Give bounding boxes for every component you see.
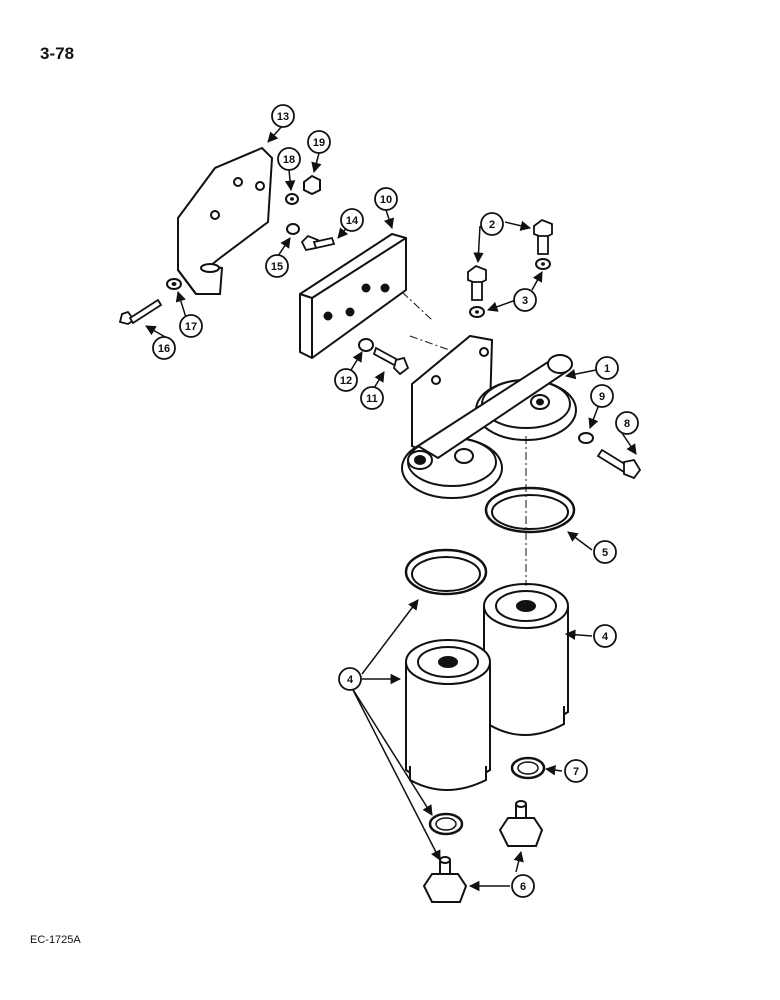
callout-4-left: 4 bbox=[338, 667, 362, 691]
svg-text:7: 7 bbox=[573, 766, 579, 778]
callout-2: 2 bbox=[480, 212, 504, 236]
svg-text:2: 2 bbox=[489, 219, 495, 231]
callout-12: 12 bbox=[334, 368, 358, 392]
drain-plug-left bbox=[422, 856, 468, 903]
bolt-2a bbox=[467, 264, 487, 301]
svg-text:1: 1 bbox=[604, 363, 610, 375]
seal-7 bbox=[510, 756, 546, 780]
svg-text:6: 6 bbox=[520, 881, 526, 893]
callout-19: 19 bbox=[307, 130, 331, 154]
callout-1: 1 bbox=[595, 356, 619, 380]
seal-lower bbox=[428, 812, 464, 836]
callout-13: 13 bbox=[271, 104, 295, 128]
bolt-8 bbox=[596, 448, 642, 480]
callout-4-right: 4 bbox=[593, 624, 617, 648]
callout-17: 17 bbox=[179, 314, 203, 338]
callout-3: 3 bbox=[513, 288, 537, 312]
svg-text:8: 8 bbox=[624, 418, 630, 430]
callout-6: 6 bbox=[511, 874, 535, 898]
callout-16: 16 bbox=[152, 336, 176, 360]
washer-18 bbox=[285, 193, 299, 205]
figure-code: EC-1725A bbox=[30, 934, 81, 946]
svg-text:15: 15 bbox=[271, 261, 283, 273]
callout-15: 15 bbox=[265, 254, 289, 278]
bolt-2b bbox=[533, 218, 553, 255]
callout-11: 11 bbox=[360, 386, 384, 410]
svg-text:5: 5 bbox=[602, 547, 608, 559]
nut-19 bbox=[303, 174, 321, 196]
svg-text:10: 10 bbox=[380, 194, 392, 206]
callout-10: 10 bbox=[374, 187, 398, 211]
svg-text:17: 17 bbox=[185, 321, 197, 333]
svg-text:18: 18 bbox=[283, 154, 295, 166]
svg-text:4: 4 bbox=[347, 674, 354, 686]
callout-7: 7 bbox=[564, 759, 588, 783]
bolt-11 bbox=[372, 346, 410, 376]
filter-canister-right bbox=[483, 583, 569, 736]
lockwasher-12 bbox=[358, 338, 374, 352]
page-number: 3-78 bbox=[40, 44, 75, 63]
svg-text:4: 4 bbox=[602, 631, 609, 643]
svg-text:19: 19 bbox=[313, 137, 325, 149]
filter-canister-left bbox=[405, 639, 491, 791]
washer-3a bbox=[469, 306, 485, 318]
lockwasher-15 bbox=[286, 223, 300, 235]
svg-text:3: 3 bbox=[522, 295, 528, 307]
callout-5: 5 bbox=[593, 540, 617, 564]
mounting-bracket bbox=[177, 146, 274, 295]
svg-text:11: 11 bbox=[366, 393, 378, 405]
seal-ring-left bbox=[404, 548, 488, 596]
svg-text:16: 16 bbox=[158, 343, 170, 355]
callout-18: 18 bbox=[277, 147, 301, 171]
bolt-14 bbox=[300, 234, 336, 252]
washer-9 bbox=[578, 432, 594, 444]
filter-head bbox=[401, 334, 577, 499]
alignment-lines bbox=[401, 291, 527, 586]
svg-text:9: 9 bbox=[599, 391, 605, 403]
callout-8: 8 bbox=[615, 411, 639, 435]
svg-text:12: 12 bbox=[340, 375, 352, 387]
svg-text:14: 14 bbox=[346, 215, 359, 227]
bolt-16 bbox=[118, 298, 163, 325]
svg-text:13: 13 bbox=[277, 111, 289, 123]
callout-9: 9 bbox=[590, 384, 614, 408]
washer-17 bbox=[166, 278, 182, 290]
drain-plug-right bbox=[498, 800, 544, 847]
washer-3b bbox=[535, 258, 551, 270]
mounting-plate bbox=[299, 232, 407, 360]
seal-ring-right bbox=[484, 486, 576, 534]
callout-14: 14 bbox=[340, 208, 364, 232]
